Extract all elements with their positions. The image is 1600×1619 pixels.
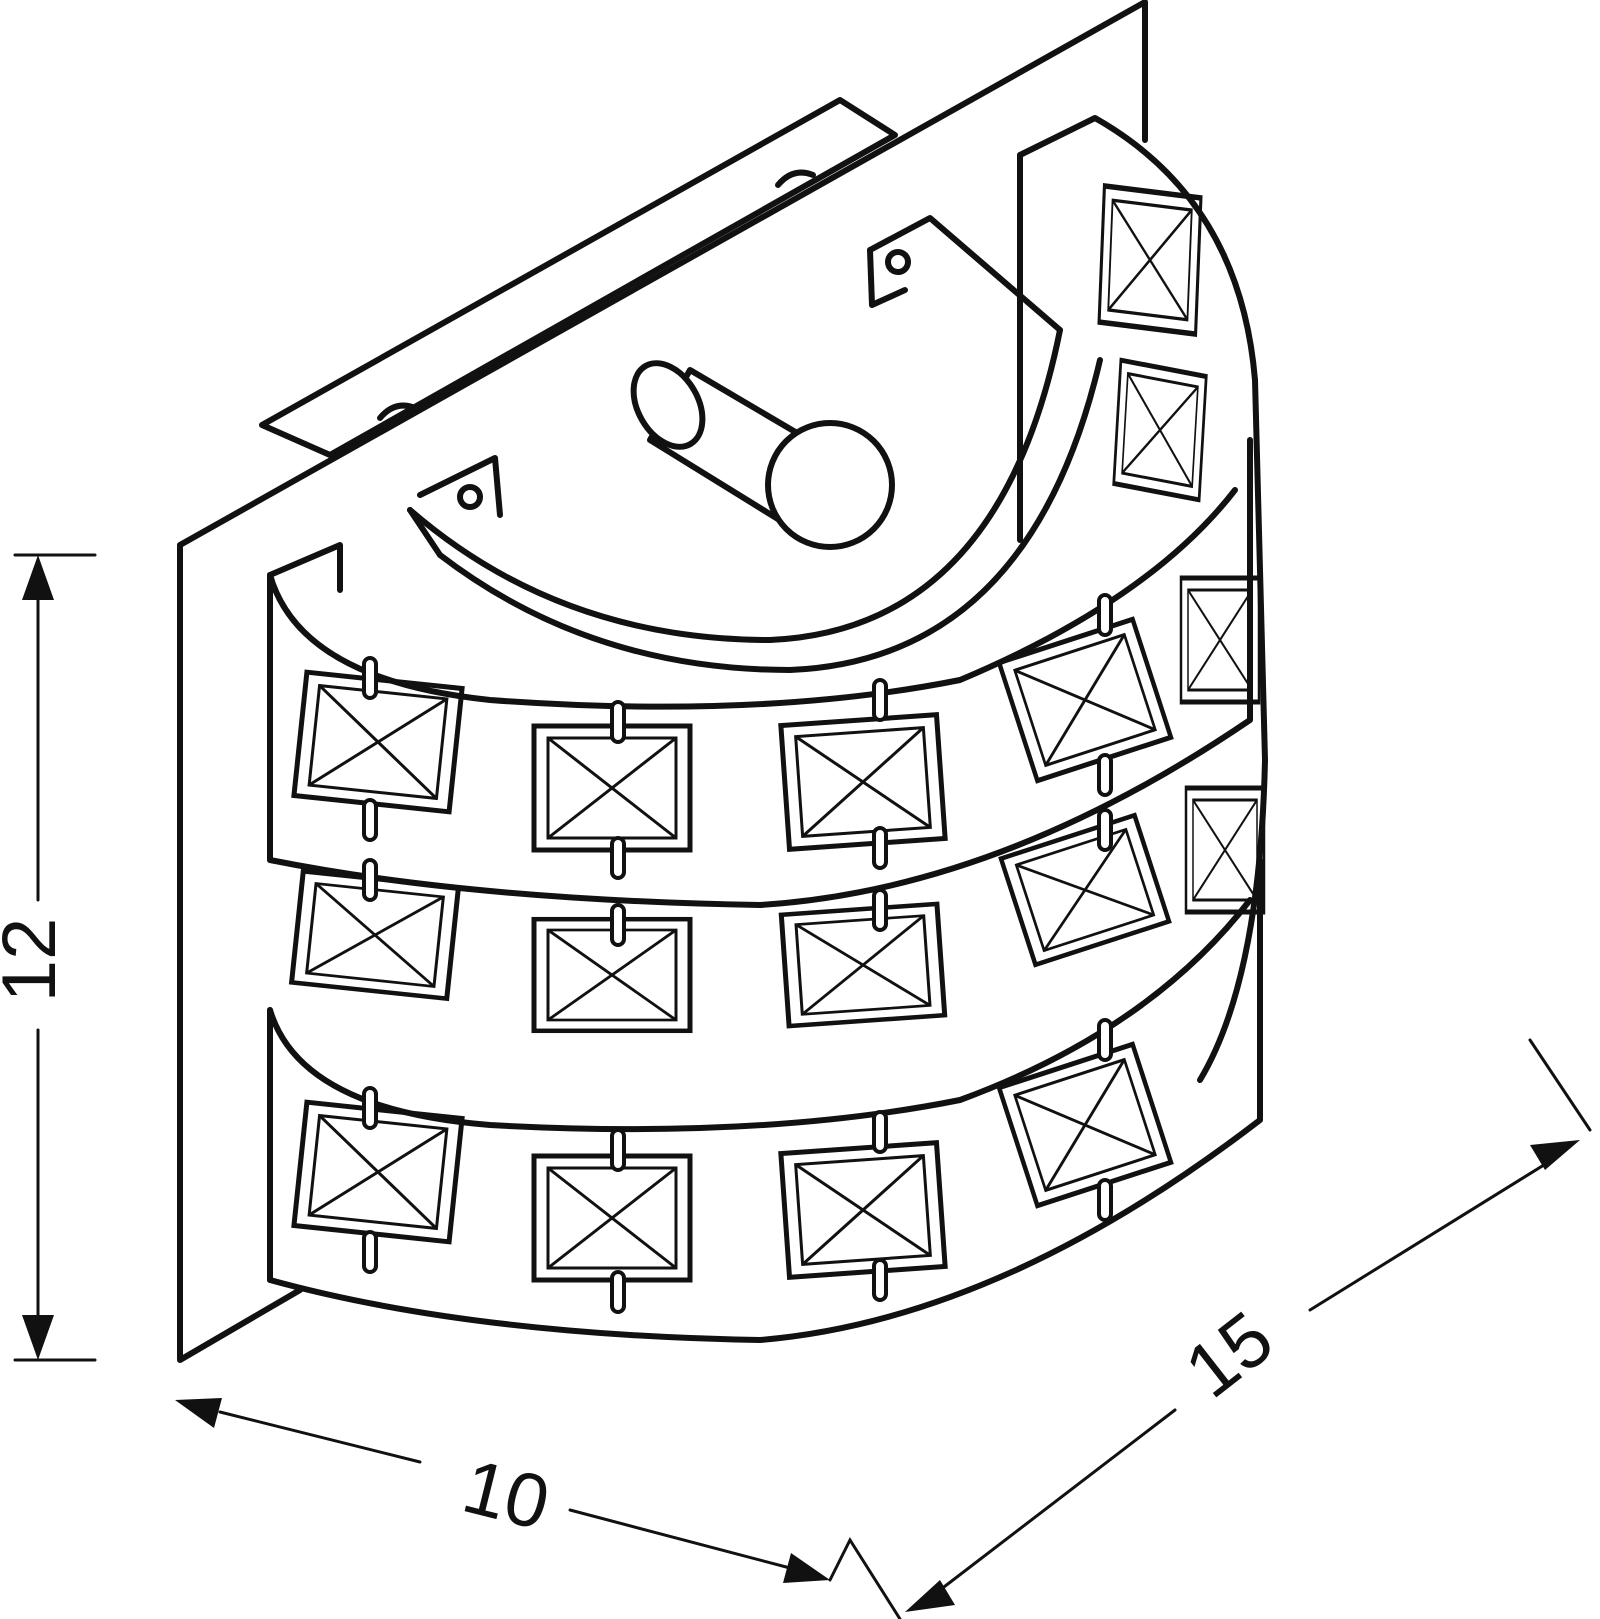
depth-label: 15 (1170, 1295, 1289, 1414)
back-crystal-column (1017, 115, 1268, 1083)
mounting-bracket (259, 97, 898, 458)
width-label: 10 (455, 1444, 558, 1547)
height-label: 12 (0, 918, 72, 1003)
width-dimension: 10 (175, 1398, 902, 1619)
crystal-row-3 (267, 857, 1263, 1343)
wall-back-plate (177, 0, 1148, 1363)
support-arc (407, 215, 1103, 673)
height-dimension: 12 (0, 553, 97, 1362)
bulb-socket (630, 360, 895, 550)
crystal-row-2 (292, 808, 1169, 1031)
